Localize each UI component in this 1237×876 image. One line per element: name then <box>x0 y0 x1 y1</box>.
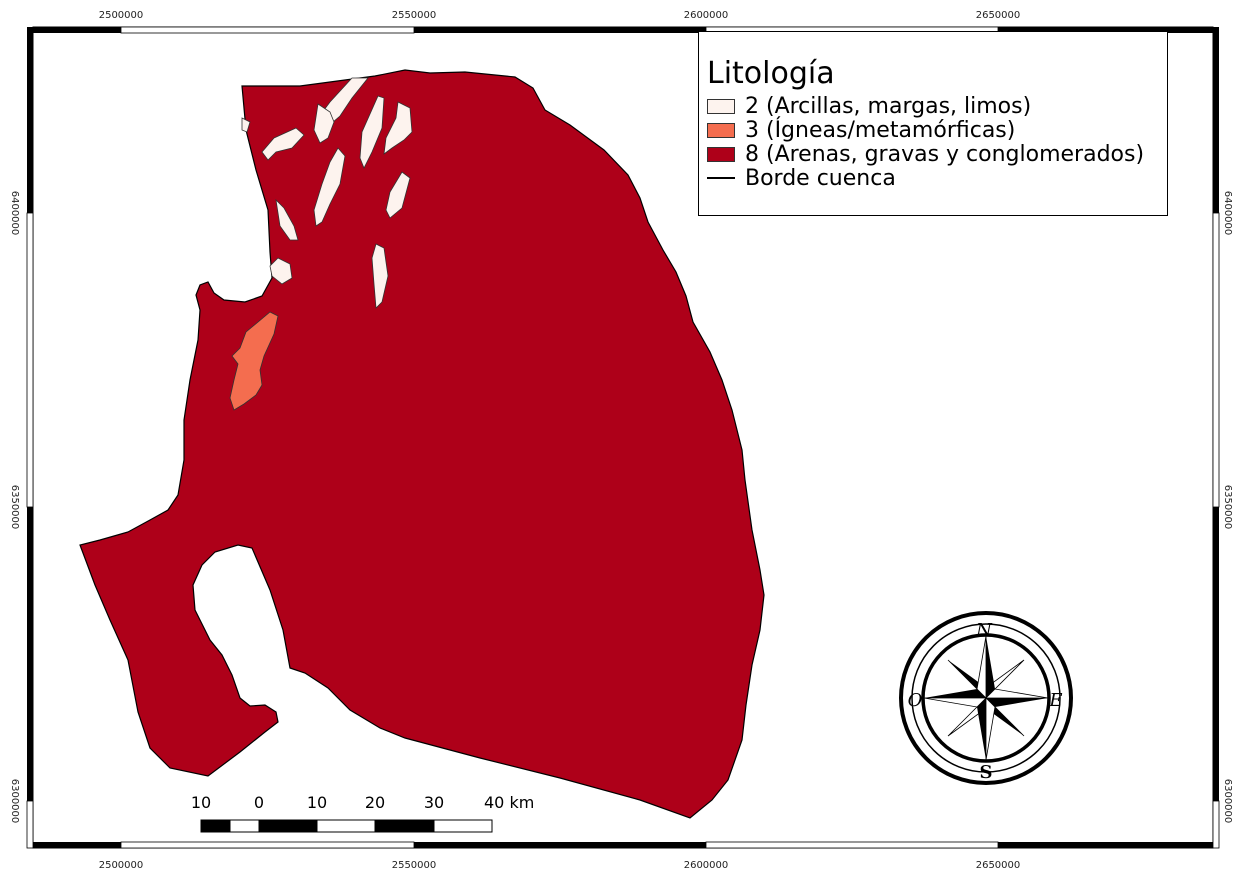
legend-item-label: 8 (Arenas, gravas y conglomerados) <box>745 141 1145 167</box>
legend-item-basin-border: Borde cuenca <box>707 165 1167 191</box>
legend-item-label: Borde cuenca <box>745 165 896 191</box>
x-tick-bottom: 2500000 <box>99 860 144 871</box>
y-tick-right: 6400000 <box>1222 191 1233 236</box>
legend-swatch <box>707 122 735 138</box>
x-coordinate-labels-bottom: 2500000 2550000 2600000 2650000 <box>99 860 1021 871</box>
scale-label: 0 <box>254 793 264 812</box>
y-tick-right: 6300000 <box>1222 779 1233 824</box>
lithology-2-areas <box>241 77 413 309</box>
y-tick-left: 6300000 <box>9 779 20 824</box>
scale-label: 20 <box>365 793 385 812</box>
compass-south-label: S <box>980 762 993 783</box>
compass-rose-icon: N S E O <box>899 611 1073 785</box>
lithology-3-area <box>229 311 279 411</box>
legend-swatch <box>707 98 735 114</box>
x-tick-top: 2650000 <box>976 10 1021 21</box>
x-tick-bottom: 2600000 <box>684 860 729 871</box>
legend-title: Litología <box>707 56 835 91</box>
legend-line-swatch <box>707 177 735 179</box>
x-tick-top: 2550000 <box>392 10 437 21</box>
x-tick-top: 2500000 <box>99 10 144 21</box>
legend-item-label: 2 (Arcillas, margas, limos) <box>745 93 1032 119</box>
compass-east-label: E <box>1048 690 1062 711</box>
y-tick-left: 6400000 <box>9 191 20 236</box>
legend-swatch <box>707 146 735 162</box>
legend-item-lithology-2: 2 (Arcillas, margas, limos) <box>707 93 1167 119</box>
compass-west-label: O <box>908 690 923 711</box>
legend-item-lithology-3: 3 (Ígneas/metamórficas) <box>707 117 1167 143</box>
x-tick-bottom: 2650000 <box>976 860 1021 871</box>
scale-bar: 10 0 10 20 30 40 km <box>191 793 534 833</box>
y-coordinate-labels-left: 6400000 6350000 6300000 <box>9 191 20 824</box>
legend: Litología 2 (Arcillas, margas, limos) 3 … <box>698 31 1168 216</box>
scale-label: 30 <box>424 793 444 812</box>
y-tick-left: 6350000 <box>9 485 20 530</box>
scale-label: 10 <box>307 793 327 812</box>
x-tick-top: 2600000 <box>684 10 729 21</box>
basin-lithology-8 <box>79 69 765 819</box>
x-tick-bottom: 2550000 <box>392 860 437 871</box>
x-coordinate-labels-top: 2500000 2550000 2600000 2650000 <box>99 10 1021 21</box>
compass-north-label: N <box>975 620 993 641</box>
legend-item-label: 3 (Ígneas/metamórficas) <box>745 117 1016 143</box>
y-coordinate-labels-right: 6400000 6350000 6300000 <box>1222 191 1233 824</box>
scale-label: 40 km <box>484 793 534 812</box>
scale-label: 10 <box>191 793 211 812</box>
y-tick-right: 6350000 <box>1222 485 1233 530</box>
legend-item-lithology-8: 8 (Arenas, gravas y conglomerados) <box>707 141 1167 167</box>
